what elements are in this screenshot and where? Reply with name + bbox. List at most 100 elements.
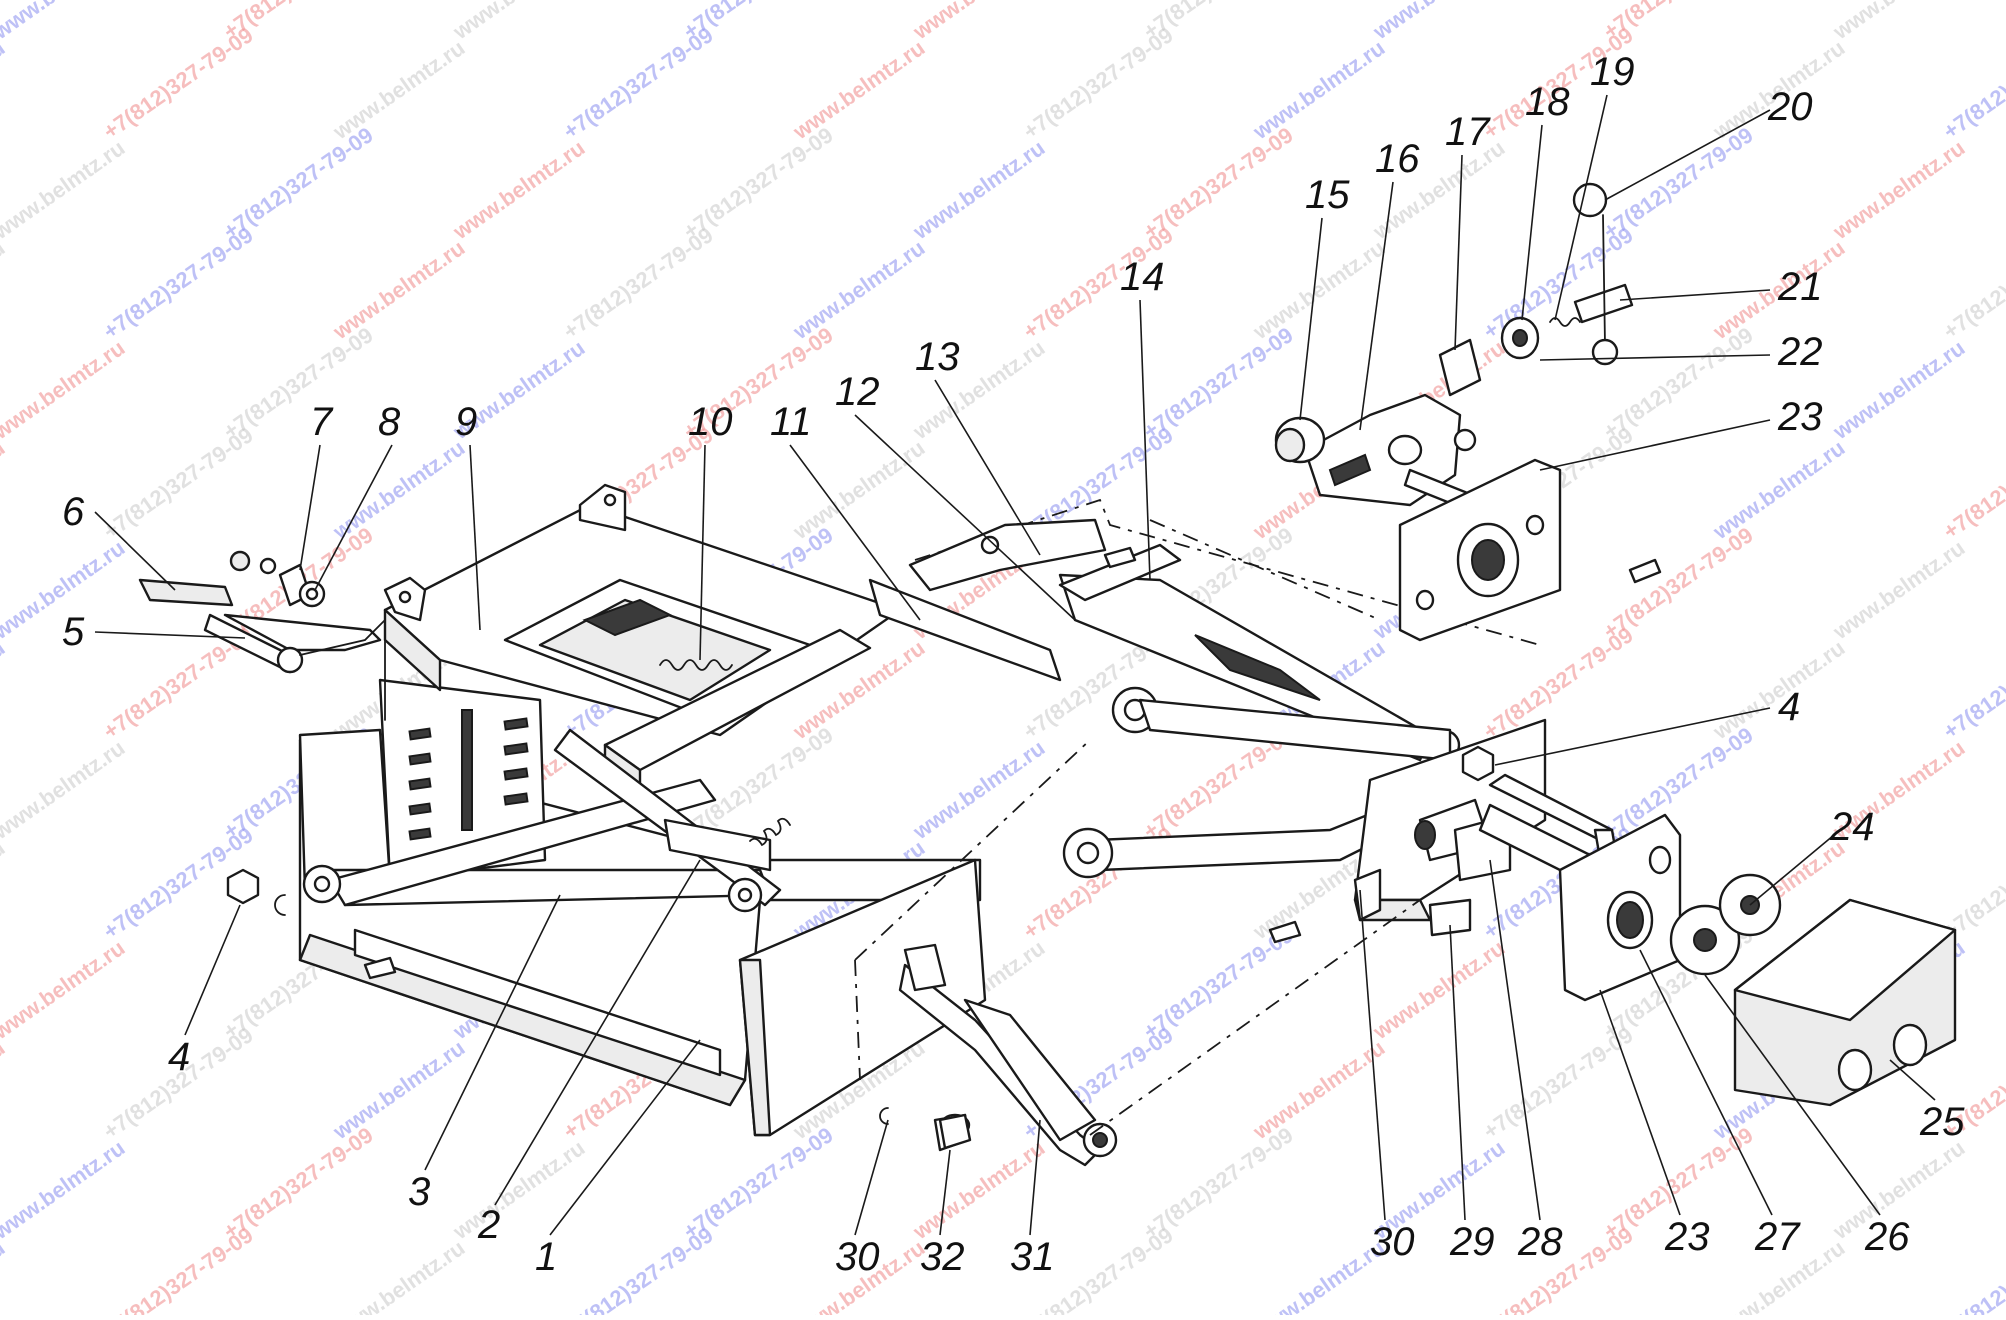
callout-30-left-leader	[854, 1119, 889, 1236]
watermark-text: +7(812)327-79-09	[559, 222, 718, 344]
callout-17-leader	[1454, 154, 1463, 351]
callout-1: 1	[535, 1235, 557, 1279]
callout-17: 17	[1445, 110, 1491, 154]
nut-right	[1461, 745, 1495, 782]
coil-spring-upper	[659, 659, 791, 847]
callout-13: 13	[915, 335, 960, 379]
adjustment-lever	[138, 550, 386, 721]
watermark-text: www.belmtz.ru	[1828, 535, 1970, 645]
watermark-text: www.belmtz.ru	[908, 135, 1050, 245]
callout-9: 9	[455, 400, 477, 444]
callout-10: 10	[688, 400, 733, 444]
callout-12-leader	[854, 414, 1076, 621]
callout-3: 3	[408, 1170, 430, 1214]
watermark-text: www.belmtz.ru	[908, 0, 1050, 45]
callout-26-leader	[1704, 974, 1881, 1216]
watermark-text: www.belmtz.ru	[448, 0, 590, 45]
callout-24: 24	[1829, 805, 1875, 849]
watermark-text: +7(812)327-79-09	[1939, 422, 2006, 544]
shock-absorber-linkage	[868, 498, 1541, 879]
nut-left	[226, 868, 260, 905]
watermark-text: www.belmtz.ru	[788, 435, 930, 545]
watermark-text: www.belmtz.ru	[328, 35, 470, 145]
screw-middle	[1103, 546, 1137, 569]
watermark-text: www.belmtz.ru	[448, 1135, 590, 1245]
watermark-text: www.belmtz.ru	[0, 735, 129, 845]
watermark-text: www.belmtz.ru	[0, 435, 9, 545]
callout-30-right: 30	[1370, 1220, 1415, 1264]
callout-30-left: 30	[835, 1235, 880, 1279]
watermark-text: www.belmtz.ru	[908, 735, 1050, 845]
watermark-text: www.belmtz.ru	[0, 335, 129, 445]
watermark-text: www.belmtz.ru	[1708, 435, 1850, 545]
callout-28: 28	[1517, 1220, 1563, 1264]
callout-27-leader	[1639, 949, 1773, 1216]
watermark-text: +7(812)327-79-09	[99, 1222, 258, 1315]
watermark-text: www.belmtz.ru	[1828, 335, 1970, 445]
callout-labels: 1 2 3 4 4 5 6 7 8 9 10 11 12 13 14 15 16…	[62, 50, 1965, 1279]
assembly-axis-line	[1089, 899, 1421, 1136]
watermark-text: +7(812)327-79-09	[1479, 222, 1638, 344]
callout-20: 20	[1767, 85, 1813, 129]
scissor-arms	[302, 728, 782, 913]
callout-5-leader	[94, 631, 246, 639]
bracket-slots	[408, 709, 529, 841]
callout-9-leader	[469, 444, 481, 631]
watermark-text: +7(812)327-79-09	[559, 1222, 718, 1315]
screw-upper	[1628, 558, 1662, 584]
gear-large	[1669, 904, 1741, 976]
watermark-text: +7(812)327-79-09	[1939, 22, 2006, 144]
watermark-text: www.belmtz.ru	[0, 835, 9, 945]
callout-8: 8	[378, 400, 401, 444]
callout-11-leader	[789, 444, 921, 621]
callout-19: 19	[1590, 50, 1635, 94]
washer-left	[274, 894, 286, 916]
height-adjuster-assembly	[1274, 182, 1634, 642]
watermark-text: www.belmtz.ru	[1248, 35, 1390, 145]
watermark-text: www.belmtz.ru	[328, 1035, 470, 1145]
callout-21: 21	[1777, 265, 1823, 309]
watermark-text: www.belmtz.ru	[0, 35, 9, 145]
watermark-text: +7(812)327-79-09	[1479, 622, 1638, 744]
callout-29-leader	[1449, 924, 1466, 1221]
watermark-text: www.belmtz.ru	[1248, 1035, 1390, 1145]
callout-8-leader	[314, 444, 393, 591]
watermark-text: www.belmtz.ru	[1828, 0, 1970, 45]
callout-3-leader	[424, 894, 561, 1171]
callout-28-leader	[1489, 859, 1541, 1221]
callout-32-leader	[939, 1149, 951, 1236]
callout-13-leader	[934, 379, 1041, 556]
callout-15-leader	[1299, 217, 1323, 421]
fasteners	[226, 546, 1662, 1150]
callout-32: 32	[920, 1235, 965, 1279]
callout-6: 6	[62, 490, 85, 534]
callout-14-leader	[1139, 299, 1151, 581]
callout-25: 25	[1919, 1100, 1965, 1144]
watermark-text: +7(812)327-79-09	[99, 222, 258, 344]
watermark-text: www.belmtz.ru	[788, 235, 930, 345]
watermark-text: +7(812)327-79-09	[1939, 1222, 2006, 1315]
callout-26: 26	[1864, 1215, 1910, 1259]
callout-5: 5	[62, 610, 85, 654]
watermark-text: +7(812)327-79-09	[99, 422, 258, 544]
upper-seat-frame	[383, 483, 902, 792]
callout-11: 11	[770, 400, 812, 444]
callout-4-right: 4	[1778, 685, 1800, 729]
callout-4-right-leader	[1494, 707, 1771, 766]
callout-30-right-leader	[1359, 889, 1386, 1221]
circlip	[879, 1107, 889, 1125]
callout-1-leader	[549, 1039, 701, 1236]
callout-18-leader	[1521, 124, 1543, 321]
callout-21-leader	[1619, 289, 1771, 301]
gear-plate-assembly	[1558, 813, 1957, 1107]
screw-right	[1268, 920, 1302, 944]
callout-16-leader	[1359, 181, 1394, 431]
callout-29: 29	[1449, 1220, 1495, 1264]
callout-15: 15	[1305, 173, 1350, 217]
callout-14: 14	[1120, 255, 1165, 299]
screw-lower	[363, 956, 397, 980]
callout-19-leader	[1554, 94, 1608, 321]
watermark-text: www.belmtz.ru	[0, 635, 9, 745]
callout-24-leader	[1749, 829, 1841, 906]
